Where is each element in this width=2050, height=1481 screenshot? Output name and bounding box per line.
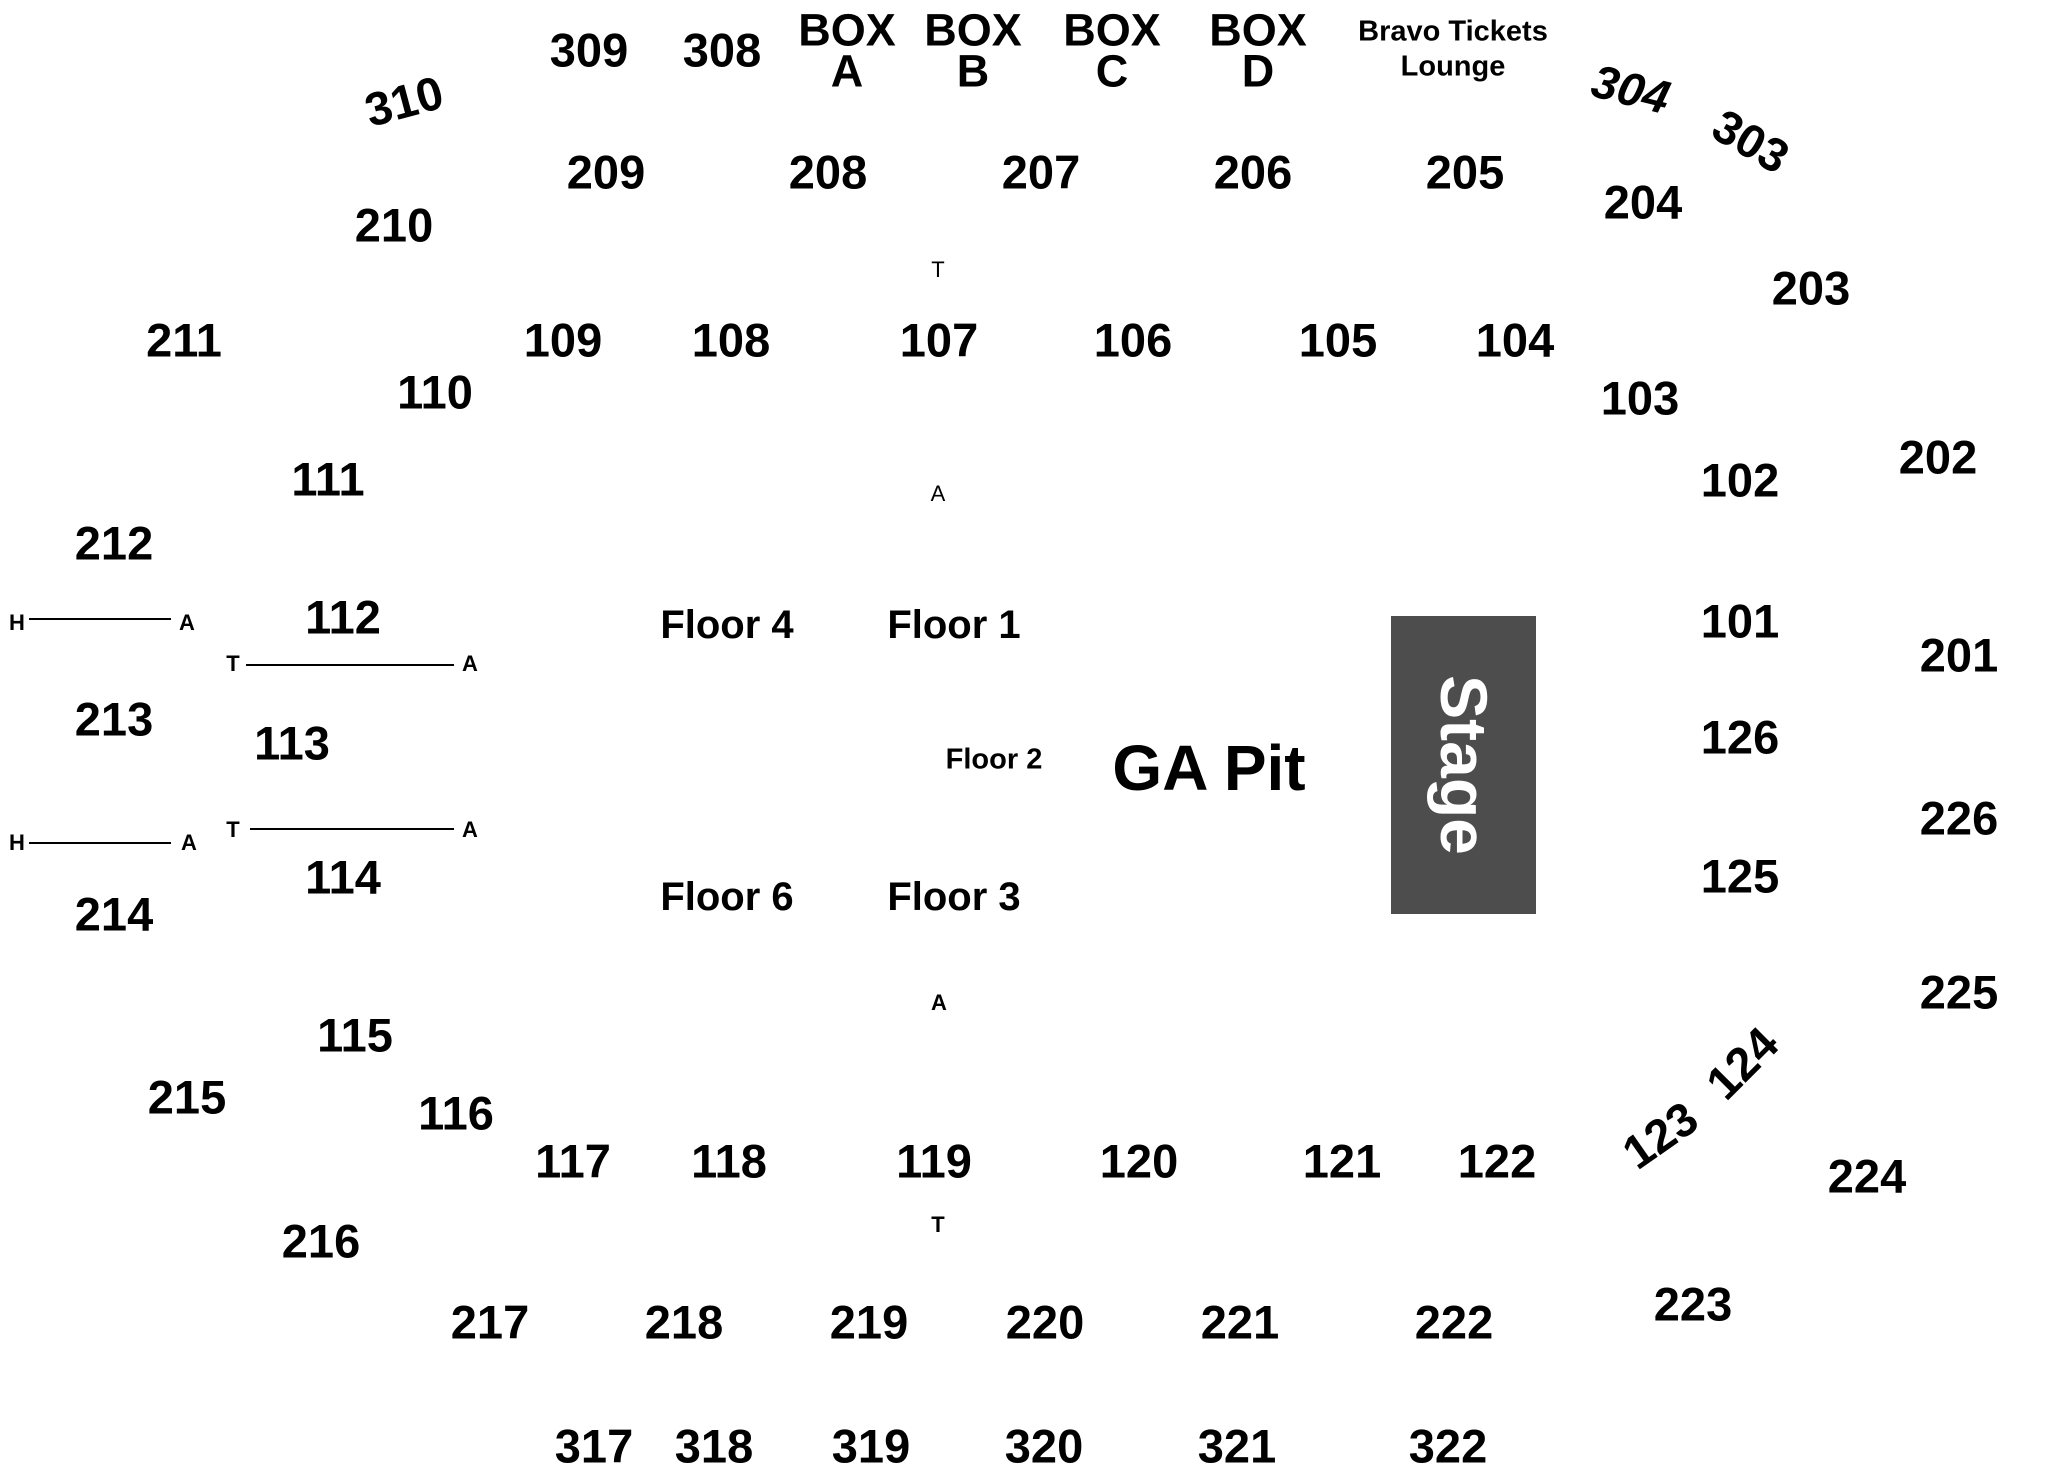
box-b[interactable]: BOX B [924,4,1022,97]
marker-h-lower: H [9,830,25,855]
section-208[interactable]: 208 [788,145,868,199]
section-215[interactable]: 215 [147,1070,227,1124]
section-219[interactable]: 219 [829,1295,909,1349]
marker-t-bottom: T [931,1212,945,1237]
section-320[interactable]: 320 [1004,1419,1084,1473]
section-106[interactable]: 106 [1093,313,1173,367]
section-212[interactable]: 212 [74,516,154,570]
section-206[interactable]: 206 [1213,145,1293,199]
section-218[interactable]: 218 [644,1295,724,1349]
section-210[interactable]: 210 [354,198,434,252]
section-226[interactable]: 226 [1919,791,1999,845]
section-105[interactable]: 105 [1298,313,1378,367]
section-109[interactable]: 109 [523,313,603,367]
section-204[interactable]: 204 [1603,175,1683,229]
ga-pit[interactable]: GA Pit [1112,732,1306,804]
section-209[interactable]: 209 [566,145,646,199]
marker-a-lower-outer: A [181,830,197,855]
section-223[interactable]: 223 [1653,1277,1733,1331]
section-115[interactable]: 115 [317,1008,393,1062]
stage: Stage [1391,616,1536,914]
section-214[interactable]: 214 [74,887,154,941]
section-122[interactable]: 122 [1457,1134,1537,1188]
section-124[interactable]: 124 [1695,1016,1789,1110]
tunnel-line-lower-inner [250,828,454,830]
stage-label: Stage [1426,675,1501,855]
section-123[interactable]: 123 [1612,1090,1708,1180]
marker-a-top: A [930,481,946,506]
section-107[interactable]: 107 [899,313,979,367]
marker-t-top: T [931,257,945,282]
section-116[interactable]: 116 [418,1086,494,1140]
section-120[interactable]: 120 [1099,1134,1179,1188]
section-221[interactable]: 221 [1200,1295,1280,1349]
section-224[interactable]: 224 [1827,1149,1907,1203]
box-d[interactable]: BOX D [1209,4,1307,97]
marker-t-upper: T [226,651,240,676]
section-104[interactable]: 104 [1475,313,1555,367]
section-121[interactable]: 121 [1302,1134,1382,1188]
box-c[interactable]: BOX C [1063,4,1161,97]
tunnel-line-upper-outer [29,618,171,620]
section-118[interactable]: 118 [691,1134,767,1188]
section-102[interactable]: 102 [1700,453,1780,507]
section-108[interactable]: 108 [691,313,771,367]
section-125[interactable]: 125 [1700,849,1780,903]
section-110[interactable]: 110 [397,365,473,419]
section-205[interactable]: 205 [1425,145,1505,199]
marker-h-upper: H [9,610,25,635]
section-103[interactable]: 103 [1600,371,1680,425]
floor-6[interactable]: Floor 6 [660,875,794,919]
marker-t-lower: T [226,817,240,842]
section-201[interactable]: 201 [1919,628,1999,682]
section-112[interactable]: 112 [305,590,381,644]
floor-2[interactable]: Floor 2 [945,743,1043,776]
section-310[interactable]: 310 [359,65,449,137]
section-119[interactable]: 119 [896,1134,972,1188]
floor-3[interactable]: Floor 3 [887,875,1021,919]
section-220[interactable]: 220 [1005,1295,1085,1349]
box-a[interactable]: BOX A [798,4,896,97]
floor-4[interactable]: Floor 4 [660,603,794,647]
section-126[interactable]: 126 [1700,710,1780,764]
section-211[interactable]: 211 [146,313,222,367]
section-222[interactable]: 222 [1414,1295,1494,1349]
section-217[interactable]: 217 [450,1295,530,1349]
section-113[interactable]: 113 [254,716,330,770]
marker-a-lower-inner: A [462,817,478,842]
section-111[interactable]: 111 [291,452,365,506]
section-318[interactable]: 318 [674,1419,754,1473]
section-303[interactable]: 303 [1703,98,1799,184]
section-304[interactable]: 304 [1586,53,1676,125]
section-213[interactable]: 213 [74,692,154,746]
section-207[interactable]: 207 [1001,145,1081,199]
section-117[interactable]: 117 [535,1134,611,1188]
tunnel-line-lower-outer [29,842,171,844]
section-317[interactable]: 317 [554,1419,634,1473]
section-308[interactable]: 308 [682,23,762,77]
floor-1[interactable]: Floor 1 [887,603,1021,647]
section-321[interactable]: 321 [1197,1419,1277,1473]
section-322[interactable]: 322 [1408,1419,1488,1473]
bravo-tickets-lounge[interactable]: Bravo Tickets Lounge [1358,15,1548,83]
marker-a-upper-inner: A [462,651,478,676]
marker-a-upper-outer: A [179,610,195,635]
section-319[interactable]: 319 [831,1419,911,1473]
section-225[interactable]: 225 [1919,965,1999,1019]
section-101[interactable]: 101 [1700,594,1780,648]
section-216[interactable]: 216 [281,1214,361,1268]
section-203[interactable]: 203 [1771,261,1851,315]
section-202[interactable]: 202 [1898,430,1978,484]
section-309[interactable]: 309 [549,23,629,77]
marker-a-bottom: A [931,990,947,1015]
tunnel-line-upper-inner [246,664,454,666]
section-114[interactable]: 114 [305,850,381,904]
